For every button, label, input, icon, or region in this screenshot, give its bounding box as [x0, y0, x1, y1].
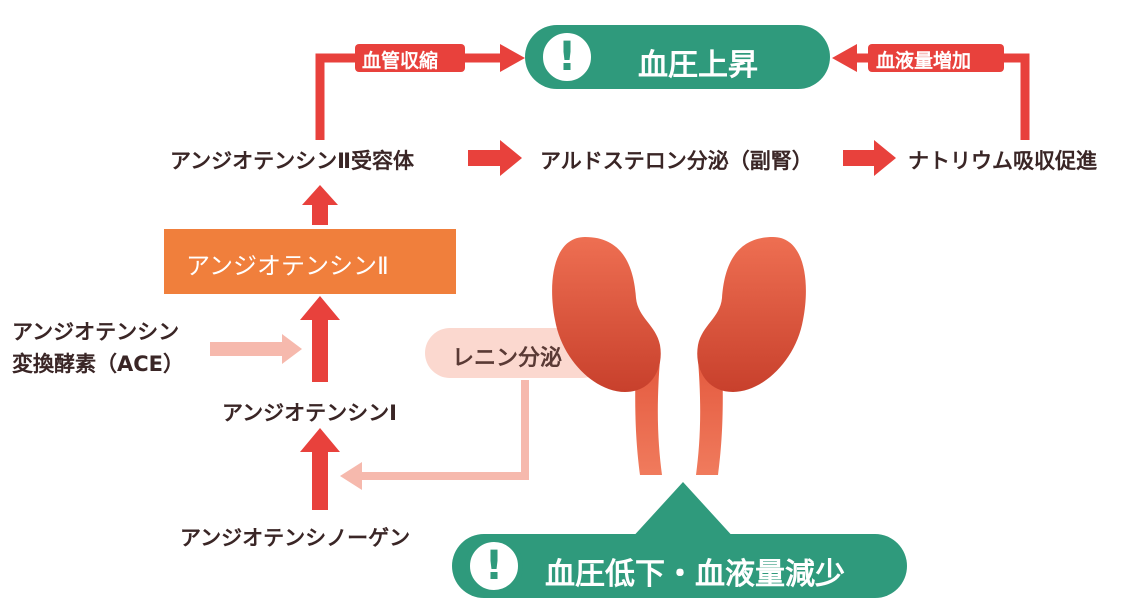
right-ureter [696, 360, 723, 475]
arrow-angiotensinogen-to-ang1 [300, 428, 340, 510]
arrow-receptor-to-aldosterone [468, 140, 522, 176]
exclamation-icon: ! [465, 537, 523, 595]
arrow-aldosterone-to-sodium [843, 140, 896, 176]
ace-label-line1: アンジオテンシン [12, 320, 180, 344]
vasoconstriction-tag [355, 44, 465, 72]
volume-increase-arrowhead [832, 44, 857, 72]
renin-arrowhead [340, 462, 362, 490]
left-ureter [635, 360, 662, 475]
vasoconstriction-arrowhead [500, 44, 525, 72]
bottom-trigger-pill [452, 534, 907, 598]
exclamation-icon: ! [538, 28, 596, 86]
top-result-pill [525, 25, 830, 89]
arrow-ang2-to-receptor [302, 185, 338, 225]
renin-label: レニン分泌 [452, 346, 563, 371]
arrow-ang1-to-ang2 [300, 296, 340, 382]
angiotensinogen-label: アンジオテンシノーゲン [180, 526, 411, 550]
ace-label-line2: 変換酵素（ACE） [12, 352, 185, 376]
vasoconstriction-label: 血管収縮 [362, 50, 439, 72]
angiotensin2-label: アンジオテンシンⅡ [186, 252, 389, 280]
angiotensin1-label: アンジオテンシンⅠ [222, 401, 397, 425]
receptor-label: アンジオテンシンⅡ受容体 [170, 149, 414, 173]
volume-increase-label: 血液量増加 [876, 50, 972, 72]
aldosterone-label: アルドステロン分泌（副腎） [540, 149, 813, 173]
angiotensin2-box [164, 229, 456, 294]
renin-line [358, 380, 529, 480]
sodium-label: ナトリウム吸収促進 [908, 149, 1097, 173]
right-kidney [697, 237, 806, 392]
volume-increase-tag [868, 44, 1004, 72]
top-result-label: 血圧上昇 [638, 48, 758, 83]
bottom-trigger-label: 血圧低下・血液量減少 [545, 557, 845, 592]
left-kidney [552, 237, 661, 392]
trigger-pointer [630, 482, 736, 540]
ace-arrow [210, 334, 302, 364]
